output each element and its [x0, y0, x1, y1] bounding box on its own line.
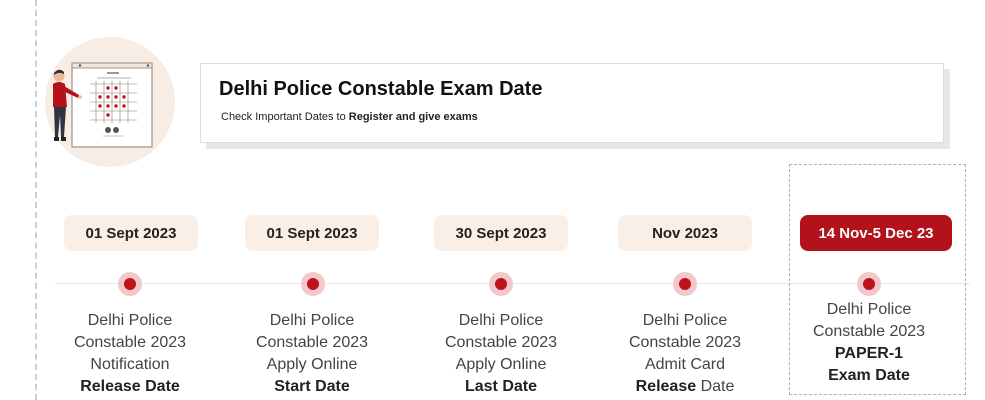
desc-rest: Date [696, 378, 735, 395]
desc-line: Release Date [40, 376, 220, 398]
desc-line: Constable 2023 [812, 323, 926, 340]
desc-line: Delhi Police [458, 312, 544, 329]
date-pill: Nov 2023 [618, 215, 752, 251]
desc-line: Delhi Police [826, 301, 912, 318]
desc-line: Start Date [222, 376, 402, 398]
stage-description: Delhi Police Constable 2023 Apply Online… [411, 310, 591, 398]
page-title: Delhi Police Constable Exam Date [219, 78, 543, 100]
header-card: Delhi Police Constable Exam Date Check I… [200, 63, 944, 143]
page-subtitle: Check Important Dates to Register and gi… [221, 111, 478, 123]
date-pill: 30 Sept 2023 [434, 215, 568, 251]
date-pill-active: 14 Nov-5 Dec 23 [800, 215, 952, 251]
timeline-dot [118, 272, 142, 296]
desc-bold: Release Date [80, 378, 180, 395]
timeline-dot [857, 272, 881, 296]
desc-line: Constable 2023 [444, 334, 558, 351]
timeline-dot [489, 272, 513, 296]
desc-line: Last Date [411, 376, 591, 398]
current-stage-highlight [789, 164, 966, 395]
desc-line: Apply Online [455, 356, 547, 373]
desc-line: Delhi Police [87, 312, 173, 329]
desc-bold: Release [635, 378, 697, 395]
desc-bold: Start Date [274, 378, 350, 395]
desc-bold: Last Date [464, 378, 538, 395]
desc-line: Admit Card [644, 356, 726, 373]
date-pill: 01 Sept 2023 [64, 215, 198, 251]
stage-description: Delhi Police Constable 2023 Admit Card R… [595, 310, 775, 398]
desc-line: Exam Date [779, 365, 959, 387]
desc-bold: Exam Date [828, 367, 910, 384]
desc-line: Constable 2023 [628, 334, 742, 351]
desc-bold-line: PAPER-1 [834, 345, 904, 362]
stage-description: Delhi Police Constable 2023 Notification… [40, 310, 220, 398]
desc-line: Notification [90, 356, 170, 373]
timeline-dot [301, 272, 325, 296]
stage-description: Delhi Police Constable 2023 PAPER-1 Exam… [779, 299, 959, 387]
date-pill: 01 Sept 2023 [245, 215, 379, 251]
stage-description: Delhi Police Constable 2023 Apply Online… [222, 310, 402, 398]
desc-line: Delhi Police [642, 312, 728, 329]
timeline-dot [673, 272, 697, 296]
presenter-with-board-icon [53, 62, 153, 148]
left-dashed-border [35, 0, 37, 400]
desc-line: Release Date [595, 376, 775, 398]
desc-line: Apply Online [266, 356, 358, 373]
desc-line: Delhi Police [269, 312, 355, 329]
subtitle-bold: Register and give exams [348, 111, 478, 123]
desc-line: Constable 2023 [255, 334, 369, 351]
subtitle-prefix: Check Important Dates to [221, 111, 349, 123]
desc-line: Constable 2023 [73, 334, 187, 351]
